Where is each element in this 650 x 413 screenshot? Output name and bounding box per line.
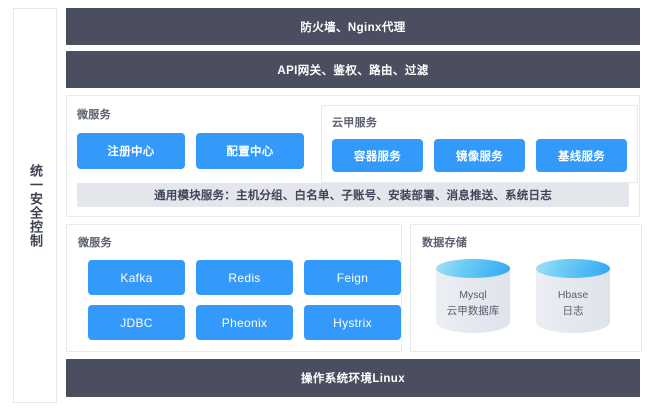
microservice-tech-grid: Kafka Redis Feign JDBC Pheonix	[88, 260, 401, 340]
microservice-lower-title: 微服务	[78, 237, 112, 249]
api-gateway-bar: API网关、鉴权、路由、过滤	[66, 51, 640, 88]
microservice-tech-panel: 微服务 Kafka Redis Feign JDBC Pheon	[66, 224, 402, 352]
chip-kafka-label: Kafka	[120, 270, 153, 285]
chip-config-center[interactable]: 配置中心	[196, 133, 304, 169]
chip-jdbc[interactable]: JDBC	[88, 305, 185, 340]
sidebar-label: 统一安全控制	[28, 163, 43, 248]
database-hbase-text: Hbase 日志	[536, 287, 610, 319]
microservice-upper-title: 微服务	[77, 109, 111, 121]
database-cylinders: Mysql 云甲数据库 Hbase 日志	[436, 259, 641, 337]
cylinder-top-icon	[436, 259, 510, 278]
chip-hystrix-label: Hystrix	[333, 315, 372, 330]
chip-container-service-label: 容器服务	[353, 150, 402, 163]
lower-section: 微服务 Kafka Redis Feign JDBC Pheon	[66, 224, 642, 352]
firewall-nginx-bar: 防火墙、Nginx代理	[66, 8, 640, 45]
chip-container-service[interactable]: 容器服务	[332, 139, 423, 172]
database-hbase-name: Hbase	[557, 289, 589, 301]
chip-hystrix[interactable]: Hystrix	[304, 305, 401, 340]
chip-redis-label: Redis	[228, 270, 261, 285]
database-mysql-desc: 云甲数据库	[446, 305, 500, 317]
database-hbase-desc: 日志	[562, 305, 584, 317]
cloud-service-box: 云甲服务 容器服务 镜像服务 基线服务	[321, 105, 638, 183]
chip-feign[interactable]: Feign	[304, 260, 401, 295]
chip-kafka[interactable]: Kafka	[88, 260, 185, 295]
chip-registry-center-label: 注册中心	[107, 146, 155, 158]
firewall-nginx-label: 防火墙、Nginx代理	[300, 21, 406, 34]
chip-config-center-label: 配置中心	[226, 146, 274, 158]
data-storage-panel: 数据存储 Mysql 云甲数据库 Hbase	[410, 224, 642, 352]
chip-feign-label: Feign	[336, 270, 369, 285]
database-cylinder-mysql: Mysql 云甲数据库	[436, 259, 510, 337]
chip-redis[interactable]: Redis	[196, 260, 293, 295]
services-panel-top: 微服务 注册中心 配置中心 云甲服务 容器服务	[77, 105, 638, 183]
cylinder-body-icon	[436, 268, 510, 333]
common-module-service-label: 通用模块服务：主机分组、白名单、子账号、安装部署、消息推送、系统日志	[154, 190, 552, 202]
os-environment-bar: 操作系统环境Linux	[66, 359, 640, 397]
unified-security-control-sidebar: 统一安全控制	[13, 8, 57, 403]
chip-baseline-service[interactable]: 基线服务	[536, 139, 627, 172]
os-environment-label: 操作系统环境Linux	[300, 373, 406, 385]
cloud-service-title: 云甲服务	[332, 117, 378, 129]
chip-image-service-label: 镜像服务	[455, 150, 504, 163]
architecture-layers: 防火墙、Nginx代理 API网关、鉴权、路由、过滤 微服务 注册中心 配置中心	[66, 8, 642, 403]
chip-registry-center[interactable]: 注册中心	[77, 133, 185, 169]
chip-baseline-service-label: 基线服务	[557, 150, 606, 163]
database-mysql-text: Mysql 云甲数据库	[436, 287, 510, 319]
database-mysql-name: Mysql	[459, 289, 487, 301]
microservice-group-upper: 微服务 注册中心 配置中心	[77, 105, 304, 169]
database-cylinder-hbase: Hbase 日志	[536, 259, 610, 337]
services-panel: 微服务 注册中心 配置中心 云甲服务 容器服务	[66, 95, 640, 217]
chip-pheonix-label: Pheonix	[221, 315, 268, 330]
data-storage-title: 数据存储	[422, 237, 468, 249]
cylinder-body-icon	[536, 268, 610, 333]
common-module-service-bar: 通用模块服务：主机分组、白名单、子账号、安装部署、消息推送、系统日志	[77, 183, 629, 207]
chip-image-service[interactable]: 镜像服务	[434, 139, 525, 172]
cloud-service-chip-row: 容器服务 镜像服务 基线服务	[332, 139, 627, 172]
api-gateway-label: API网关、鉴权、路由、过滤	[277, 64, 429, 77]
microservice-upper-chip-row: 注册中心 配置中心	[77, 133, 304, 169]
cylinder-top-icon	[536, 259, 610, 278]
chip-jdbc-label: JDBC	[120, 315, 153, 330]
chip-pheonix[interactable]: Pheonix	[196, 305, 293, 340]
